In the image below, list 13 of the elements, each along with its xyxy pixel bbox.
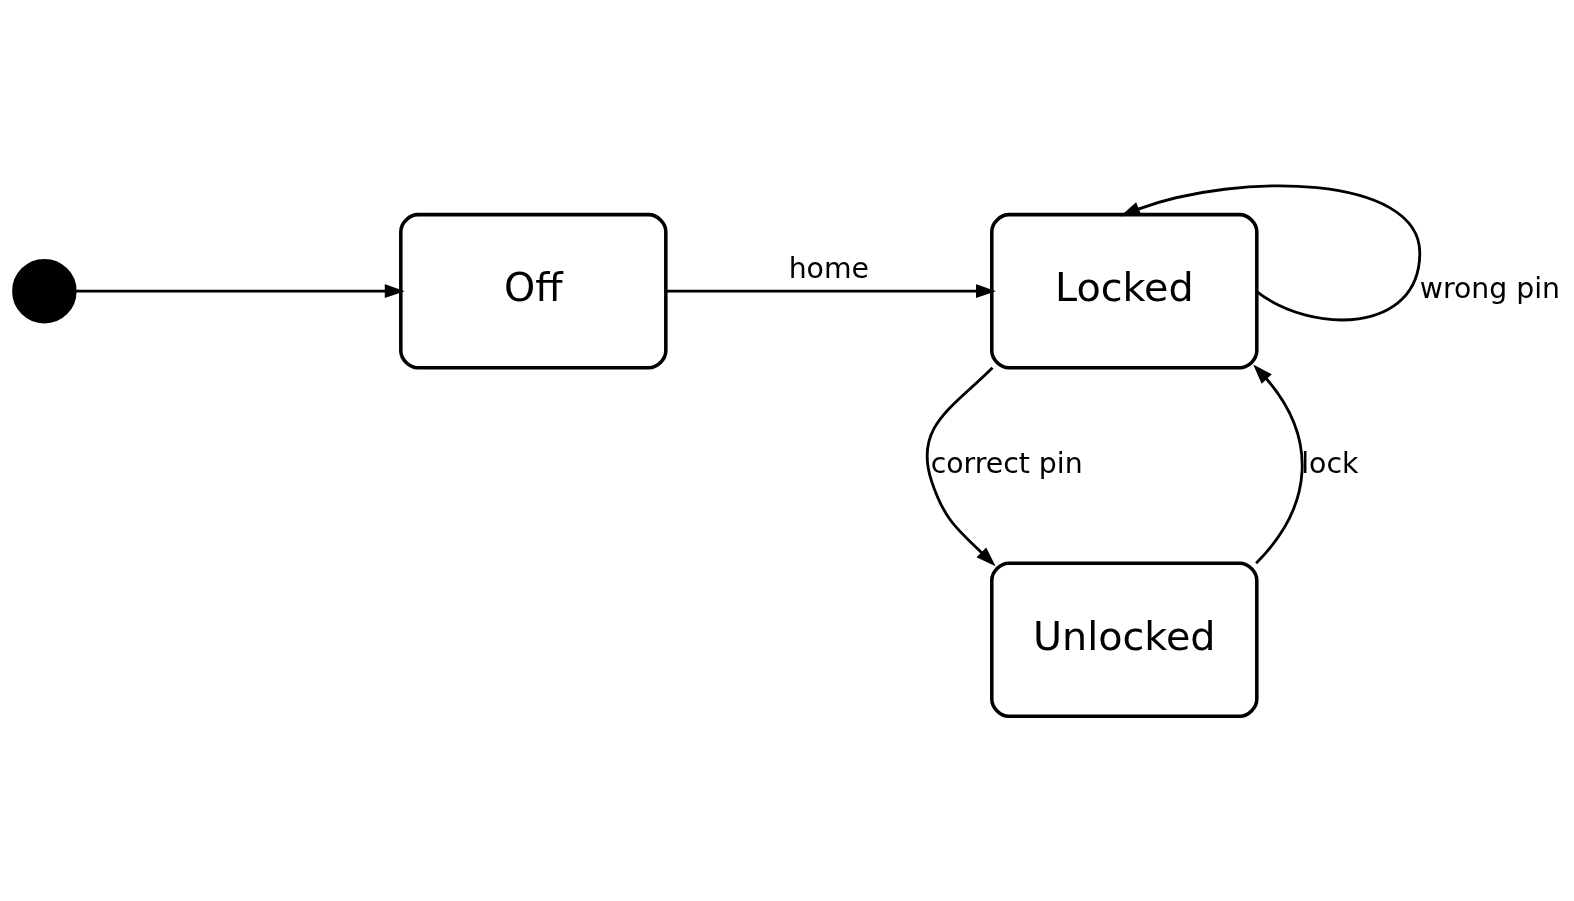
node-circle bbox=[12, 258, 77, 323]
arrow bbox=[74, 283, 405, 298]
arrow bbox=[925, 366, 996, 566]
node-box: Off bbox=[399, 212, 668, 369]
node-box: Unlocked bbox=[990, 561, 1259, 718]
edge-label: home bbox=[788, 251, 869, 285]
arrow bbox=[665, 283, 996, 298]
edge-label: correct pin bbox=[930, 446, 1083, 480]
arrow bbox=[1253, 364, 1304, 564]
edge-label: lock bbox=[1301, 446, 1359, 480]
arrow bbox=[1120, 184, 1422, 321]
edge-label: wrong pin bbox=[1419, 271, 1561, 305]
node-box: Locked bbox=[990, 212, 1259, 369]
